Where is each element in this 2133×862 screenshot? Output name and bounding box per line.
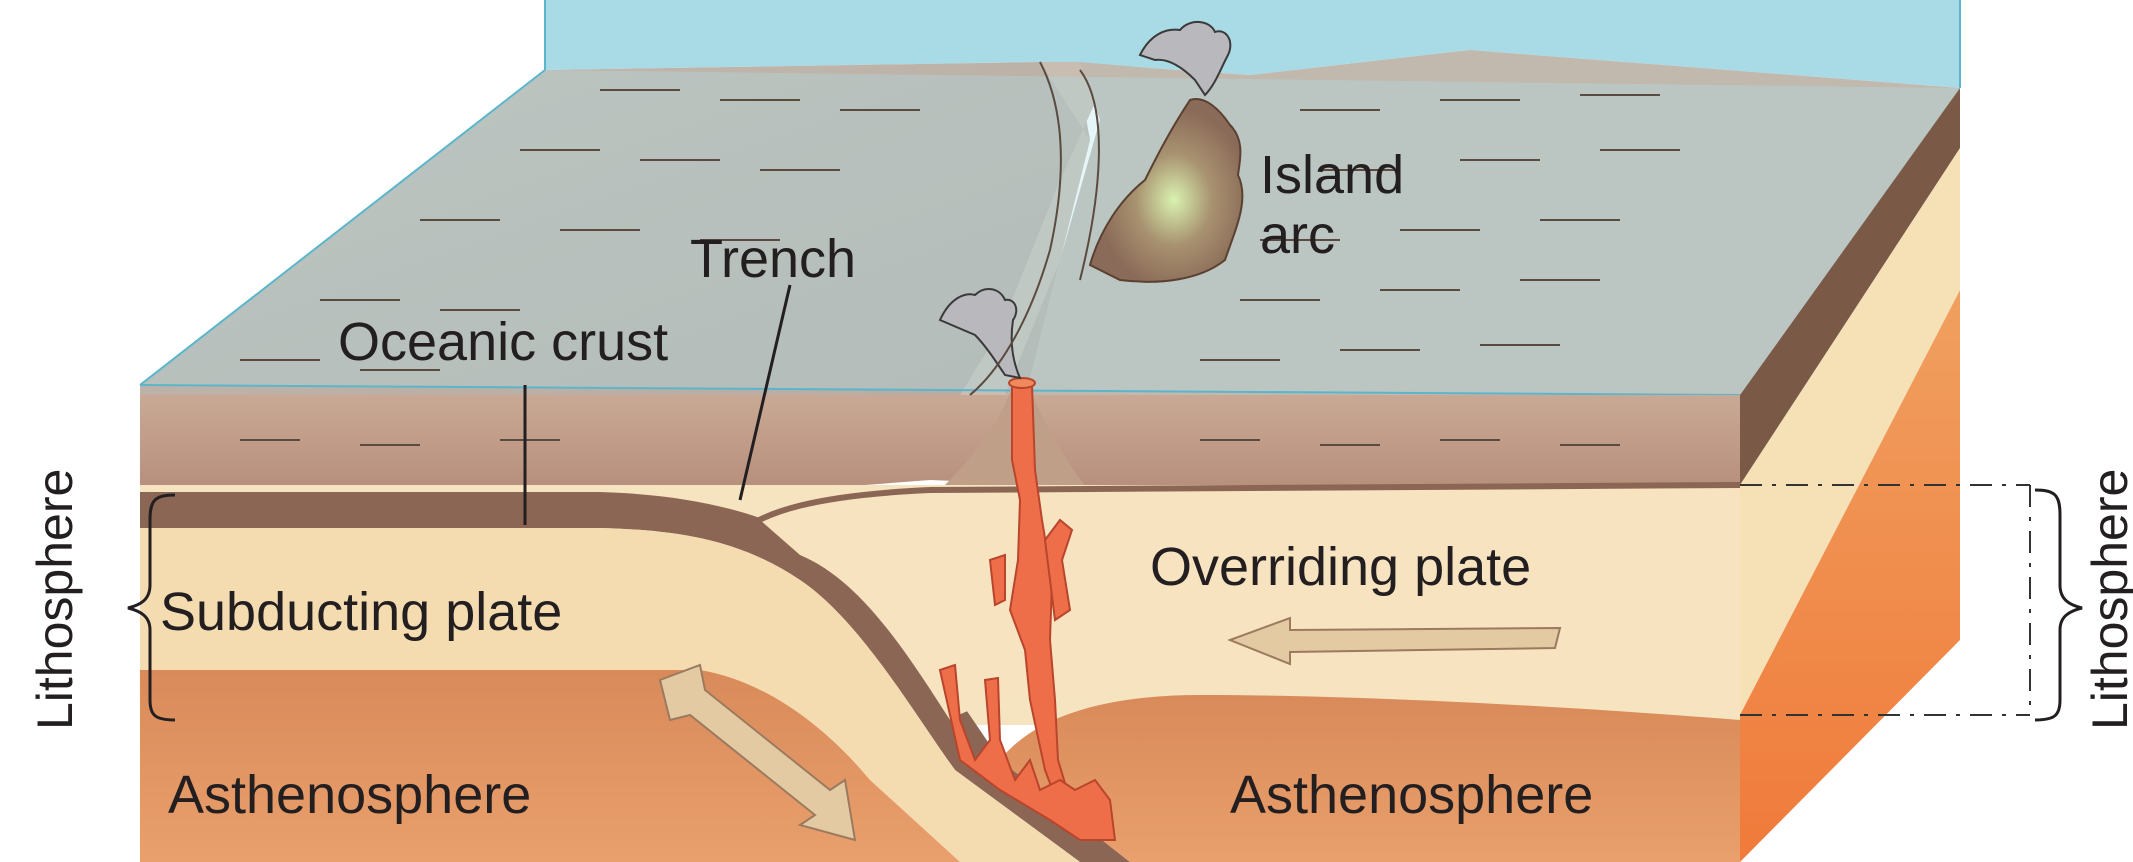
lithosphere-brace-right: [2035, 490, 2082, 720]
label-asthenosphere-left: Asthenosphere: [168, 768, 531, 822]
label-asthenosphere-right: Asthenosphere: [1230, 768, 1593, 822]
label-island-arc-line2: arc: [1260, 208, 1335, 262]
volcano-vent: [1009, 378, 1035, 388]
label-overriding-plate: Overriding plate: [1150, 540, 1531, 594]
front-crust: [140, 392, 1740, 492]
label-lithosphere-right: Lithosphere: [2085, 480, 2133, 730]
label-trench: Trench: [690, 232, 856, 286]
label-lithosphere-left: Lithosphere: [30, 480, 80, 730]
label-oceanic-crust: Oceanic crust: [338, 315, 668, 369]
label-subducting-plate: Subducting plate: [160, 585, 562, 639]
label-island-arc-line1: Island: [1260, 148, 1404, 202]
